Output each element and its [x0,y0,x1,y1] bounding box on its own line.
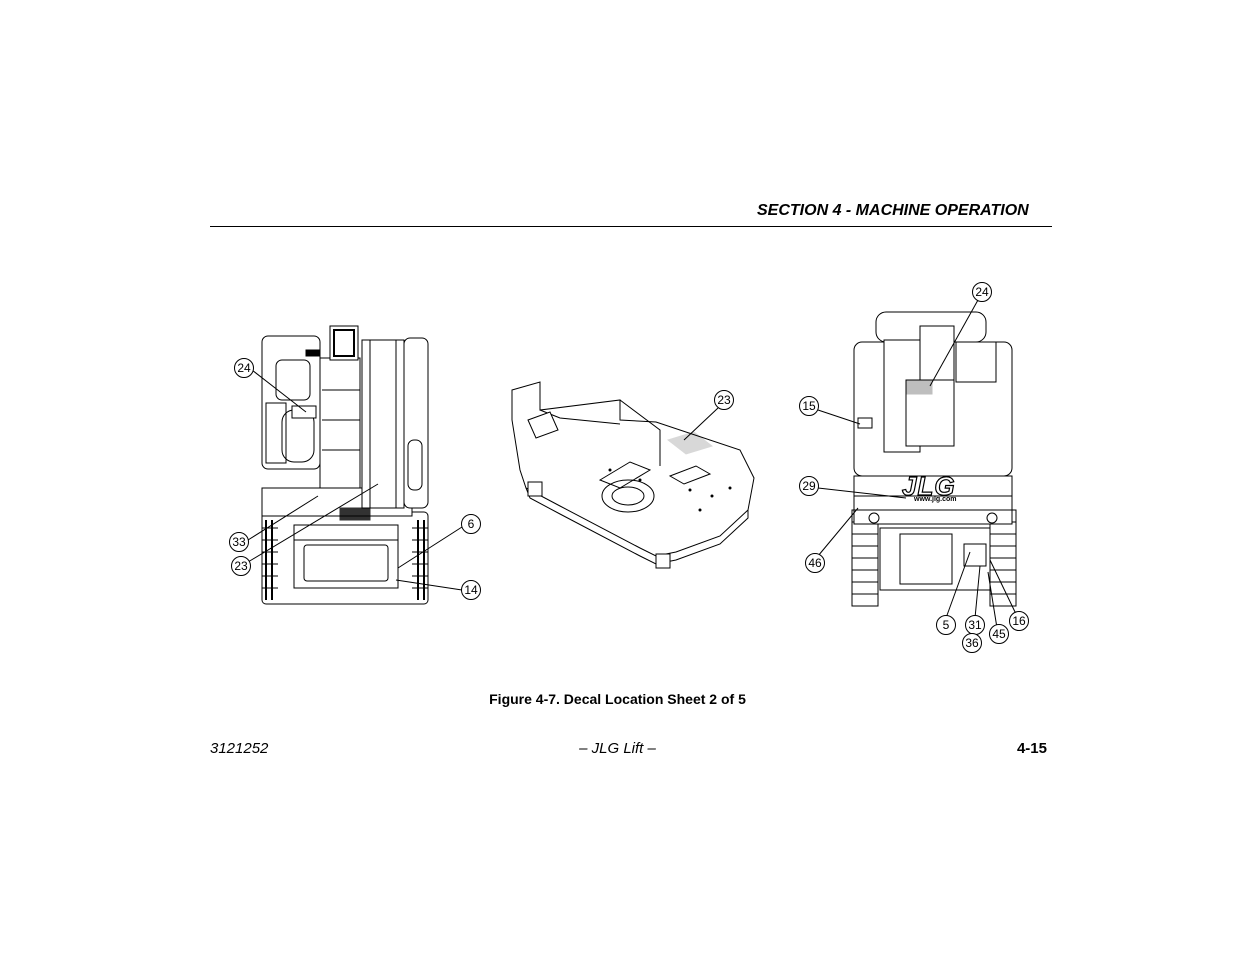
callout-left-14: 14 [461,580,481,600]
jlg-logo-url: www.jlg.com [914,496,957,503]
footer-page-number: 4-15 [1016,740,1047,757]
callout-left-24: 24 [234,358,254,378]
callout-right-29: 29 [799,476,819,496]
callout-right-16: 16 [1009,611,1029,631]
jlg-logo: JLG [901,471,956,501]
footer-center-text: – JLG Lift – [579,740,656,757]
callout-right-5: 5 [936,615,956,635]
callout-right-46: 46 [805,553,825,573]
callout-center-23: 23 [714,390,734,410]
callout-right-31: 31 [965,615,985,635]
section-header: SECTION 4 - MACHINE OPERATION [757,202,1029,219]
left-machine-view [247,325,463,605]
figure-caption: Figure 4-7. Decal Location Sheet 2 of 5 [489,691,746,707]
center-plate-view [511,381,755,569]
header-rule [210,226,1052,227]
footer-doc-number: 3121252 [210,740,269,757]
right-machine-view [817,299,1017,629]
callout-right-15: 15 [799,396,819,416]
callout-left-6: 6 [461,514,481,534]
callout-right-24: 24 [972,282,992,302]
callout-left-33: 33 [229,532,249,552]
callout-left-23: 23 [231,556,251,576]
callout-right-45: 45 [989,624,1009,644]
callout-right-36: 36 [962,633,982,653]
